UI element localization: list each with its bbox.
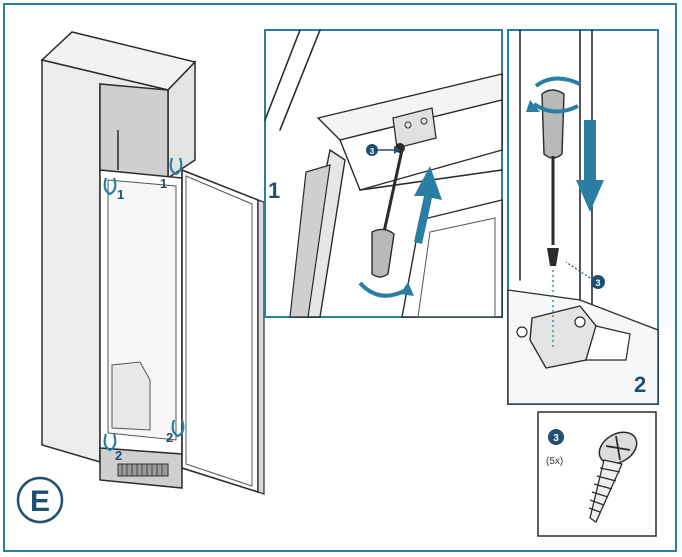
rotation-arrow-icon — [534, 76, 581, 88]
detail-panel-1: 3 — [264, 29, 503, 318]
screw-detail-box: 3 (5x) — [537, 411, 657, 537]
hinge-marker-bottom-right: 2 — [166, 430, 173, 445]
screwdriver-icon — [541, 89, 565, 266]
hinge-marker-bottom-left: 2 — [115, 448, 122, 463]
callout-number-screw: 3 — [553, 433, 559, 444]
hinge-marker-top-right: 1 — [160, 176, 167, 191]
panel-number-1: 1 — [268, 178, 280, 203]
direction-arrow-icon — [414, 166, 442, 244]
hinge-marker-top-left: 1 — [117, 187, 124, 202]
screw-icon — [588, 431, 638, 523]
screwdriver-icon — [371, 143, 405, 278]
callout-number-panel1: 3 — [370, 147, 375, 156]
callout-number-panel2: 3 — [595, 278, 600, 288]
step-badge — [16, 476, 64, 524]
step-label: E — [30, 485, 50, 518]
detail-panel-2: 3 — [507, 29, 659, 405]
direction-arrow-icon — [576, 120, 604, 212]
panel-number-2: 2 — [634, 372, 646, 397]
built-in-fridge-illustration — [40, 31, 265, 495]
diagram-frame — [3, 3, 677, 552]
screw-quantity: (5x) — [546, 456, 563, 467]
